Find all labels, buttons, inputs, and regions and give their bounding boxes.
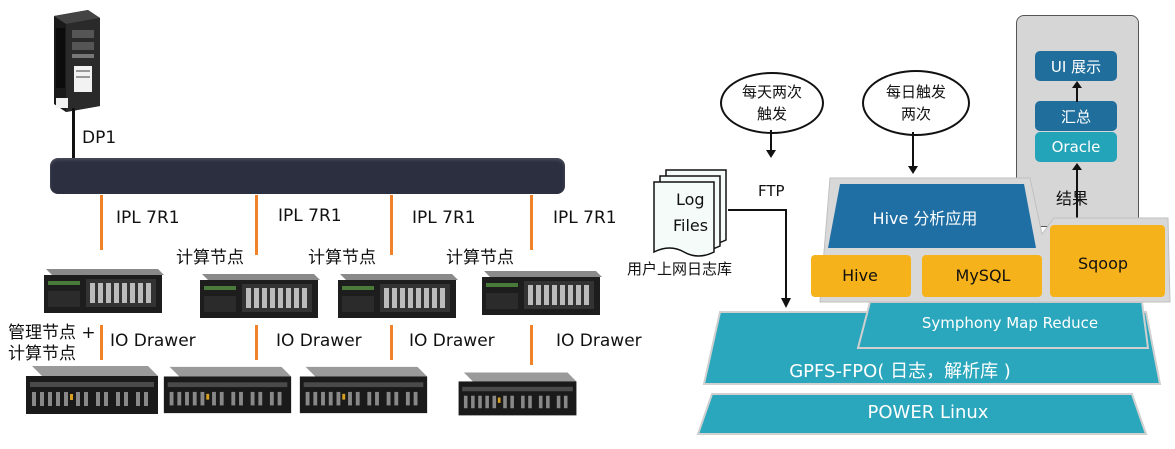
ipl-connector-2 xyxy=(255,195,258,255)
server-icon-4 xyxy=(482,271,602,315)
power-linux-label: POWER Linux xyxy=(867,402,989,423)
arrow-summary-to-ui xyxy=(1072,81,1082,102)
trigger-bubble-2: 每日触发两次 xyxy=(862,70,970,136)
ui-display-label: UI 展示 xyxy=(1050,57,1102,76)
compute-node-label-2: 计算节点 xyxy=(308,248,376,268)
summary-label: 汇总 xyxy=(1060,107,1091,126)
gpfs-label: GPFS-FPO( 日志，解析库 ) xyxy=(789,361,1011,382)
io-connector-1 xyxy=(100,325,103,360)
trigger-bubble-1-line1: 每天两次 xyxy=(741,83,802,101)
ipl-label-2: IPL 7R1 xyxy=(278,206,342,226)
ipl-label-3: IPL 7R1 xyxy=(412,208,476,228)
summary-box: 汇总 xyxy=(1035,101,1117,131)
user-log-label: 用户上网日志库 xyxy=(627,260,733,278)
compute-node-label-1: 计算节点 xyxy=(176,248,244,268)
ftp-label: FTP xyxy=(758,182,785,200)
dp1-connector xyxy=(72,108,75,160)
mysql-box xyxy=(922,255,1042,297)
tower-computer-icon xyxy=(54,10,100,112)
ipl-label-1: IPL 7R1 xyxy=(116,208,180,228)
trigger-bubble-1: 每天两次触发 xyxy=(720,72,824,134)
server-icon-3 xyxy=(338,274,458,318)
arrow-bubble2-down xyxy=(908,132,918,174)
ipl-connector-1 xyxy=(100,195,103,250)
trigger-bubble-1-line2: 触发 xyxy=(756,105,787,123)
result-label: 结果 xyxy=(1056,189,1089,208)
arrow-bubble1-down xyxy=(766,130,776,158)
ipl-label-4: IPL 7R1 xyxy=(553,208,617,228)
hive-box xyxy=(811,255,911,297)
compute-node-label-3: 计算节点 xyxy=(446,248,514,268)
server-icon-2 xyxy=(200,274,320,318)
io-drawer-label-1: IO Drawer xyxy=(110,331,196,351)
server-icon-1 xyxy=(44,269,164,313)
io-drawer-icon-3 xyxy=(299,366,428,414)
io-drawer-icon-2 xyxy=(163,366,292,414)
hive-label: Hive xyxy=(842,266,878,285)
io-drawer-icon-4 xyxy=(458,372,577,416)
oracle-box: Oracle xyxy=(1035,132,1117,162)
log-files-line1: Log xyxy=(676,190,705,209)
stack-layers xyxy=(696,177,1171,435)
ipl-connector-4 xyxy=(530,195,533,250)
sqoop-label: Sqoop xyxy=(1077,254,1129,273)
network-bus xyxy=(50,158,565,194)
log-files-line2: Files xyxy=(673,216,709,235)
ipl-connector-3 xyxy=(390,195,393,255)
arrow-sqoop-to-oracle xyxy=(1072,163,1082,226)
hive-app-label: Hive 分析应用 xyxy=(872,209,978,228)
io-connector-3 xyxy=(390,325,393,360)
sqoop-box xyxy=(1050,225,1165,297)
io-drawer-icon-1 xyxy=(26,366,158,414)
trigger-bubble-2-line2: 两次 xyxy=(900,105,931,123)
io-connector-2 xyxy=(255,325,258,360)
mgmt-node-label-line1: 管理节点 + xyxy=(8,323,96,343)
dp1-label: DP1 xyxy=(82,128,117,148)
symphony-label: Symphony Map Reduce xyxy=(921,314,1099,332)
oracle-label: Oracle xyxy=(1051,138,1101,156)
ui-display-box: UI 展示 xyxy=(1035,51,1117,81)
mysql-label: MySQL xyxy=(955,266,1011,285)
ftp-arrow xyxy=(728,209,791,308)
io-drawer-label-2: IO Drawer xyxy=(276,331,362,351)
log-files-icon xyxy=(653,169,727,257)
mgmt-node-label-line2: 计算节点 xyxy=(8,344,76,364)
io-drawer-label-3: IO Drawer xyxy=(409,331,495,351)
io-drawer-label-4: IO Drawer xyxy=(556,331,642,351)
trigger-bubble-2-line1: 每日触发 xyxy=(885,83,946,101)
io-connector-4 xyxy=(530,325,533,365)
